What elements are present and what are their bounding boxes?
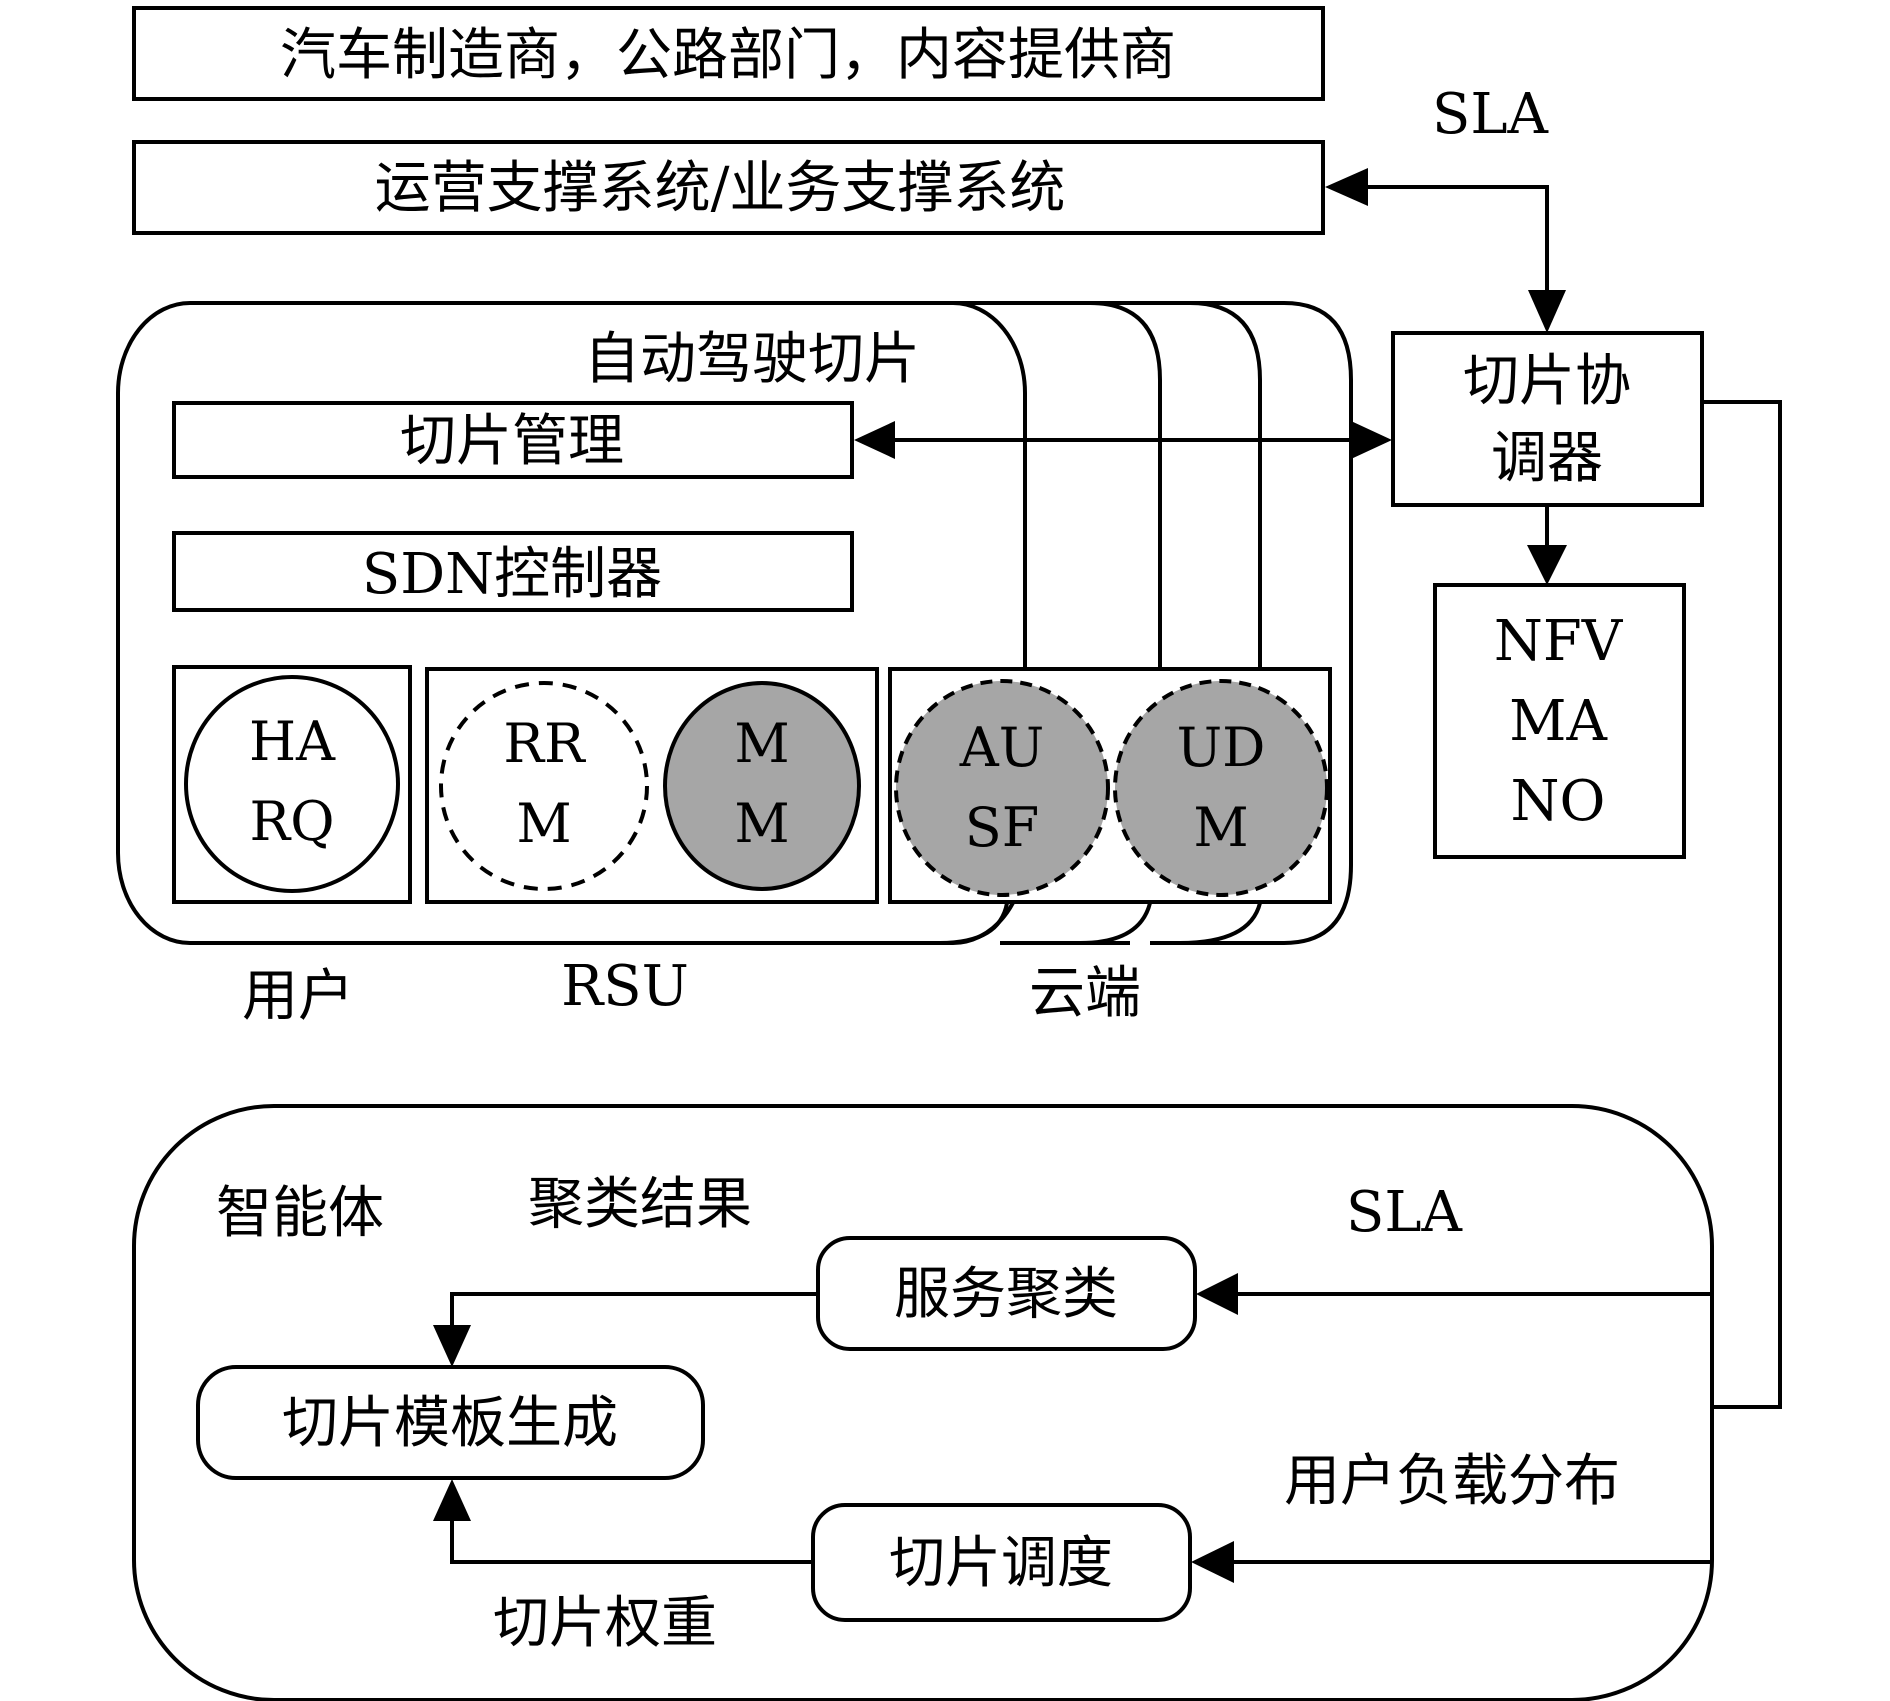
slice-management-box — [172, 401, 854, 479]
slice-weight-label: 切片权重 — [493, 1591, 717, 1656]
sdn-controller-label: SDN控制器 — [362, 542, 662, 607]
agent-title: 智能体 — [216, 1181, 384, 1246]
coordinator-box — [1391, 331, 1704, 507]
service-clustering-label: 服务聚类 — [894, 1262, 1118, 1327]
udm-node — [1113, 679, 1329, 897]
rrm-line1: RR — [503, 712, 586, 775]
agent-sla-label: SLA — [1346, 1180, 1463, 1245]
clustering-result-label: 聚类结果 — [528, 1172, 752, 1237]
slice-scheduling-label: 切片调度 — [889, 1531, 1113, 1596]
slice-management-label: 切片管理 — [400, 409, 624, 474]
template-generation-box[interactable] — [196, 1365, 705, 1480]
coordinator-nfv-arrow — [1527, 505, 1567, 585]
ausf-line1: AU — [959, 716, 1045, 779]
scheduling-template-arrow — [433, 1479, 813, 1564]
harq-line2: RQ — [250, 790, 335, 853]
label-rsu: RSU — [561, 954, 689, 1019]
mm-line1: M — [734, 712, 789, 775]
rrm-node — [439, 681, 649, 891]
nfv-mano-box — [1433, 583, 1686, 859]
sla-top-label: SLA — [1432, 82, 1549, 147]
slice-title: 自动驾驶切片 — [584, 327, 920, 392]
management-coordinator-arrow — [854, 421, 1392, 459]
mm-line2: M — [734, 792, 789, 855]
udm-line1: UD — [1177, 716, 1266, 779]
ausf-line2: SF — [965, 796, 1039, 859]
ausf-node — [894, 679, 1110, 897]
user-load-label: 用户负载分布 — [1284, 1449, 1620, 1514]
stakeholders-label: 汽车制造商，公路部门，内容提供商 — [280, 23, 1176, 88]
sla-service-arrow — [1196, 1273, 1712, 1315]
label-cloud: 云端 — [1029, 961, 1141, 1026]
sdn-controller-box — [172, 531, 854, 612]
template-generation-label: 切片模板生成 — [282, 1391, 618, 1456]
coordinator-agent-line — [1702, 400, 1782, 1409]
stakeholders-box — [132, 6, 1325, 101]
nfv-line1: NFV — [1494, 609, 1624, 674]
oss-bss-label: 运营支撑系统/业务支撑系统 — [375, 156, 1066, 221]
service-template-arrow — [433, 1292, 818, 1367]
nfv-line3: NO — [1511, 769, 1606, 834]
harq-node — [184, 675, 400, 893]
nfv-line2: MA — [1509, 689, 1607, 754]
label-user: 用户 — [242, 964, 354, 1029]
coordinator-line2: 调器 — [1491, 426, 1603, 491]
coordinator-line1: 切片协 — [1463, 349, 1631, 414]
harq-line1: HA — [249, 710, 336, 773]
mm-node — [663, 681, 861, 891]
load-scheduling-arrow — [1191, 1541, 1712, 1583]
rrm-line2: M — [516, 792, 571, 855]
agent-container — [132, 1104, 1714, 1701]
oss-coordinator-arrow — [1325, 168, 1566, 333]
udm-line2: M — [1193, 796, 1248, 859]
oss-bss-box — [132, 140, 1325, 235]
